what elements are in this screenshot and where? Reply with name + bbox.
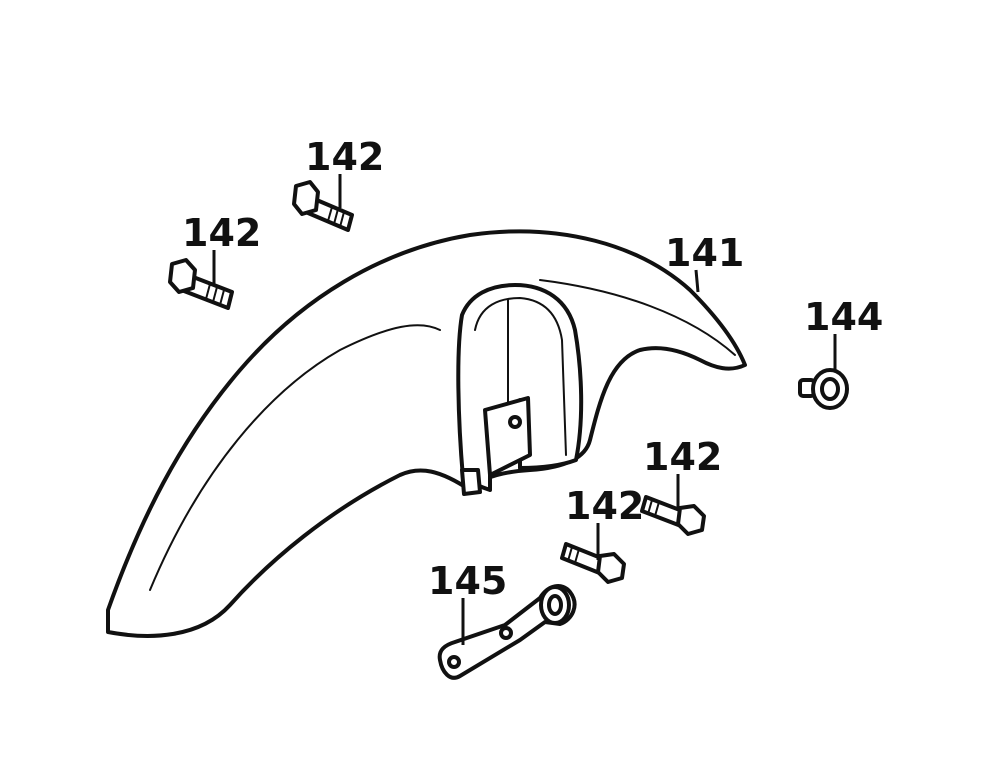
fender-mount-hole: [508, 415, 522, 429]
callout-fender: 141: [665, 231, 744, 275]
flange-nut: [798, 368, 849, 410]
bolt-right-lower: [560, 542, 626, 584]
bolt-top: [292, 180, 354, 232]
callout-bracket: 145: [428, 559, 507, 603]
fender-opening-inner: [474, 296, 567, 456]
bolt-top-head: [292, 180, 320, 216]
bracket-hole-lower: [447, 655, 461, 669]
callout-nut: 144: [804, 295, 883, 339]
fender-lower-tab: [460, 468, 482, 496]
bolt-right-lower-head: [596, 552, 626, 584]
callout-bolt-right-upper: 142: [643, 435, 722, 479]
fender-crown-line: [539, 279, 736, 356]
bolt-right-upper: [640, 495, 706, 536]
bracket-clamp-inner: [547, 594, 563, 616]
bolt-right-upper-head: [676, 504, 706, 536]
callout-bolt-left: 142: [182, 211, 261, 255]
bolt-left: [168, 258, 234, 310]
front-fender: [106, 229, 747, 638]
bracket: [437, 584, 577, 680]
fender-inner-line: [149, 324, 441, 591]
bracket-hole-middle: [499, 626, 513, 640]
callout-bolt-right-lower: 142: [565, 484, 644, 528]
nut-hole: [820, 377, 840, 401]
callout-bolt-top: 142: [305, 135, 384, 179]
bolt-left-head: [168, 258, 197, 294]
fender-shell: [106, 229, 747, 638]
leader-fender: [694, 269, 700, 293]
